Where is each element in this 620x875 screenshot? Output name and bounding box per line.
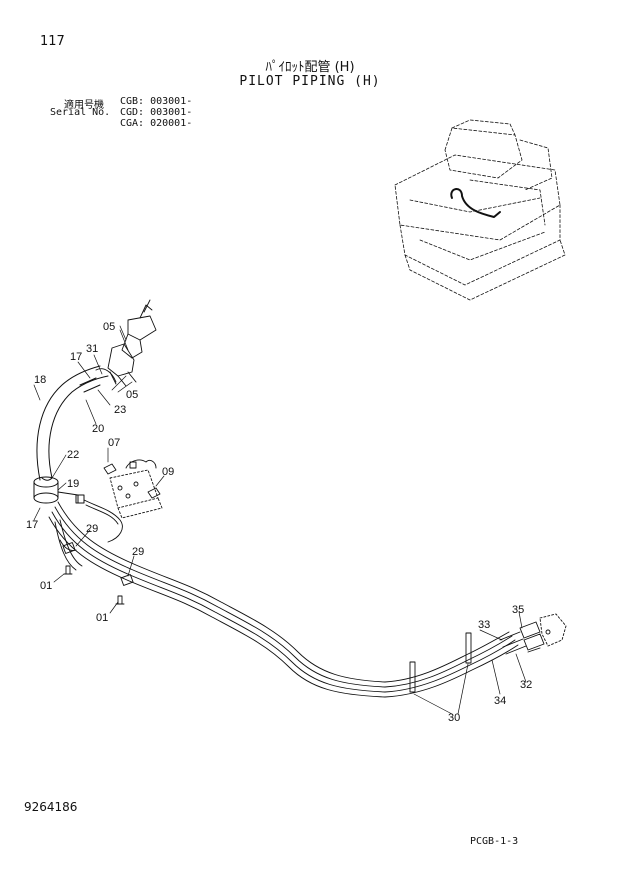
callout-33: 33	[478, 619, 490, 631]
callout-19: 19	[67, 478, 79, 490]
callout-29-left: 29	[86, 523, 98, 535]
clamp	[62, 542, 134, 586]
callout-34: 34	[494, 695, 506, 707]
callout-35: 35	[512, 604, 524, 616]
callout-17-top: 17	[70, 351, 82, 363]
document-number: 9264186	[24, 800, 78, 814]
callout-01-right: 01	[96, 612, 108, 624]
page-title-english: PILOT PIPING (H)	[239, 74, 381, 89]
callout-07: 07	[108, 437, 120, 449]
callout-09: 09	[162, 466, 174, 478]
serial-row3-value: CGA: 020001-	[120, 118, 193, 129]
serial-row1-value: CGB: 003001-	[120, 96, 193, 107]
page-code: PCGB-1-3	[470, 836, 519, 847]
callout-31: 31	[86, 343, 98, 355]
thumbnail-highlight-hose	[450, 188, 501, 218]
serial-row2-value: CGD: 003001-	[120, 107, 193, 118]
serial-row2-label: Serial No.	[50, 107, 111, 118]
callout-05-top: 05	[103, 321, 115, 333]
bolt	[63, 565, 125, 605]
serial-row1-label: 適用号機	[64, 100, 104, 111]
page-number: 117	[40, 34, 65, 49]
right-connectors	[409, 613, 567, 693]
callout-20: 20	[92, 423, 104, 435]
callout-23: 23	[114, 404, 126, 416]
excavator-thumbnail	[394, 119, 566, 301]
leader-lines	[33, 325, 527, 715]
callout-22: 22	[67, 449, 79, 461]
callout-32: 32	[520, 679, 532, 691]
callout-05-bottom: 05	[126, 389, 138, 401]
pilot-valve-top	[95, 299, 157, 387]
main-hose-bundle	[48, 501, 519, 698]
callout-18: 18	[34, 374, 46, 386]
page-title-japanese: ﾊﾟｲﾛｯﾄ配管 (H)	[265, 60, 355, 75]
callout-01-left: 01	[40, 580, 52, 592]
callout-29-right: 29	[132, 546, 144, 558]
callout-17-bottom: 17	[26, 519, 38, 531]
callout-30: 30	[448, 712, 460, 724]
valve-block	[109, 469, 163, 519]
